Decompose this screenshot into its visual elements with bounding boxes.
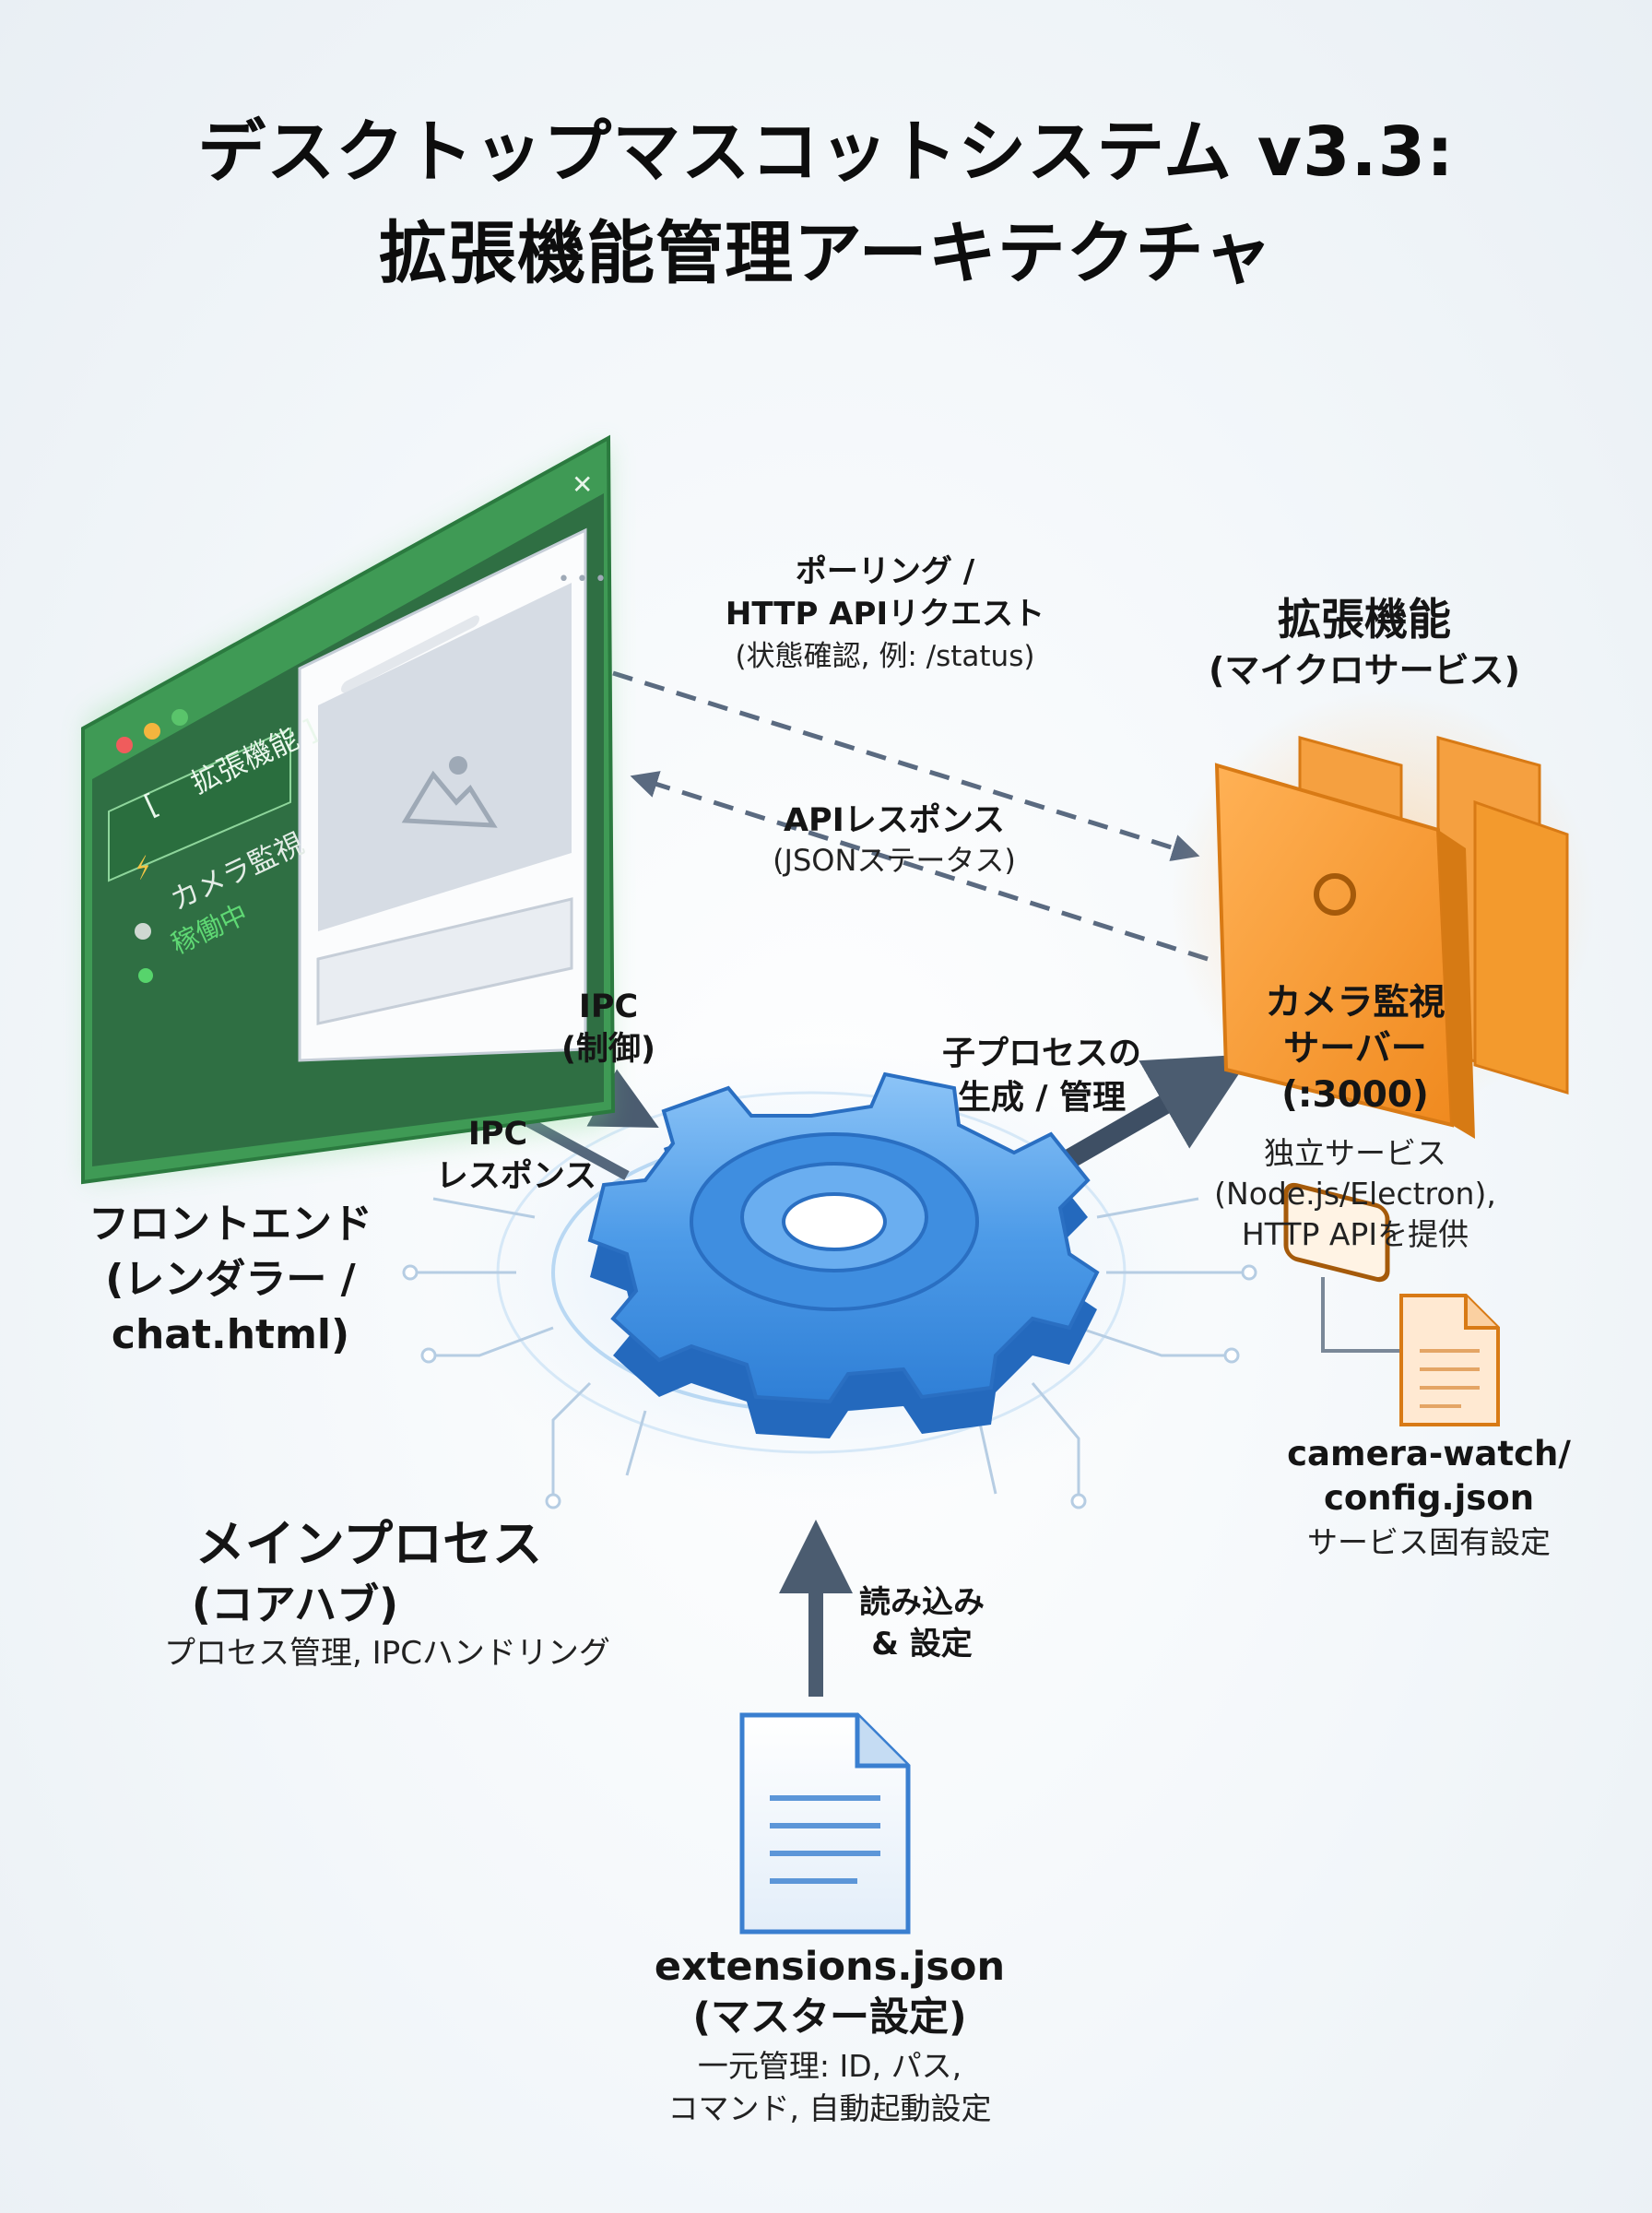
extensions-json-subtitle: (マスター設定) bbox=[692, 1994, 967, 2041]
camera-config-name-2: config.json bbox=[1323, 1478, 1535, 1518]
status-dot-icon bbox=[138, 968, 153, 983]
api-response-label-1: APIレスポンス bbox=[783, 802, 1006, 839]
extensions-json-name: extensions.json bbox=[654, 1944, 1006, 1990]
polling-label-2: HTTP APIリクエスト bbox=[725, 596, 1045, 633]
camera-server-desc-3: HTTP APIを提供 bbox=[1241, 1216, 1469, 1252]
camera-config-desc: サービス固有設定 bbox=[1307, 1524, 1551, 1560]
minimize-dot bbox=[144, 723, 160, 740]
frontend-window: ✕ • • • ⚡ bbox=[81, 434, 616, 1185]
frontend-label-1: フロントエンド bbox=[88, 1201, 372, 1248]
main-process-subtitle: (コアハブ) bbox=[191, 1580, 399, 1629]
camera-config-document bbox=[1321, 1277, 1500, 1426]
camera-server-name: カメラ監視 bbox=[1265, 982, 1446, 1024]
frontend-label-2: (レンダラー / bbox=[105, 1256, 356, 1303]
load-label-1: 読み込み bbox=[859, 1584, 985, 1621]
circuit-lines bbox=[402, 1197, 1257, 1509]
extensions-subtitle: (マイクロサービス) bbox=[1209, 650, 1520, 691]
gear-icon bbox=[587, 1071, 1100, 1438]
extension-service-stack bbox=[1171, 692, 1595, 1283]
title-line-1: デスクトップマスコットシステム v3.3: bbox=[197, 112, 1455, 192]
close-dot bbox=[116, 737, 133, 753]
camera-server-port: (:3000) bbox=[1281, 1074, 1429, 1116]
extensions-json-desc-1: 一元管理: ID, パス, bbox=[697, 2048, 962, 2084]
image-placeholder bbox=[318, 583, 572, 931]
camera-server-desc-2: (Node.js/Electron), bbox=[1214, 1176, 1496, 1212]
camera-icon bbox=[135, 923, 151, 940]
load-label-2: & 設定 bbox=[871, 1626, 973, 1663]
camera-config-name-1: camera-watch/ bbox=[1287, 1434, 1571, 1473]
extensions-json-document bbox=[739, 1712, 911, 1935]
camera-icon bbox=[1283, 1182, 1390, 1283]
polling-label-1: ポーリング / bbox=[795, 553, 975, 590]
ipc-control-label-2: (制御) bbox=[561, 1031, 655, 1068]
main-process-title: メインプロセス bbox=[195, 1515, 543, 1573]
ipc-response-label-1: IPC bbox=[467, 1116, 528, 1153]
text-field bbox=[316, 897, 573, 1025]
api-response-label-2: (JSONステータス) bbox=[773, 843, 1016, 878]
maximize-dot bbox=[171, 709, 188, 726]
extensions-json-desc-2: コマンド, 自動起動設定 bbox=[667, 2090, 992, 2126]
spawn-label-2: 生成 / 管理 bbox=[957, 1079, 1127, 1117]
svg-text:• • •: • • • bbox=[558, 568, 607, 591]
camera-lens bbox=[1314, 873, 1356, 916]
camera-server-desc-1: 独立サービス bbox=[1264, 1135, 1446, 1171]
ipc-response-label-2: レスポンス bbox=[435, 1158, 597, 1195]
image-placeholder-icon bbox=[401, 770, 498, 828]
polling-label-3: (状態確認, 例: /status) bbox=[735, 640, 1035, 673]
ipc-control-label-1: IPC bbox=[578, 988, 639, 1025]
extensions-title: 拡張機能 bbox=[1278, 595, 1451, 645]
spawn-label-1: 子プロセスの bbox=[941, 1035, 1141, 1072]
title-line-2: 拡張機能管理アーキテクチャ bbox=[379, 214, 1273, 293]
polling-request-arrow bbox=[612, 670, 1200, 861]
main-process-desc: プロセス管理, IPCハンドリング bbox=[164, 1635, 610, 1672]
camera-server-type: サーバー bbox=[1283, 1028, 1427, 1070]
close-icon: ✕ bbox=[572, 469, 593, 500]
frontend-label-3: chat.html) bbox=[111, 1311, 350, 1358]
